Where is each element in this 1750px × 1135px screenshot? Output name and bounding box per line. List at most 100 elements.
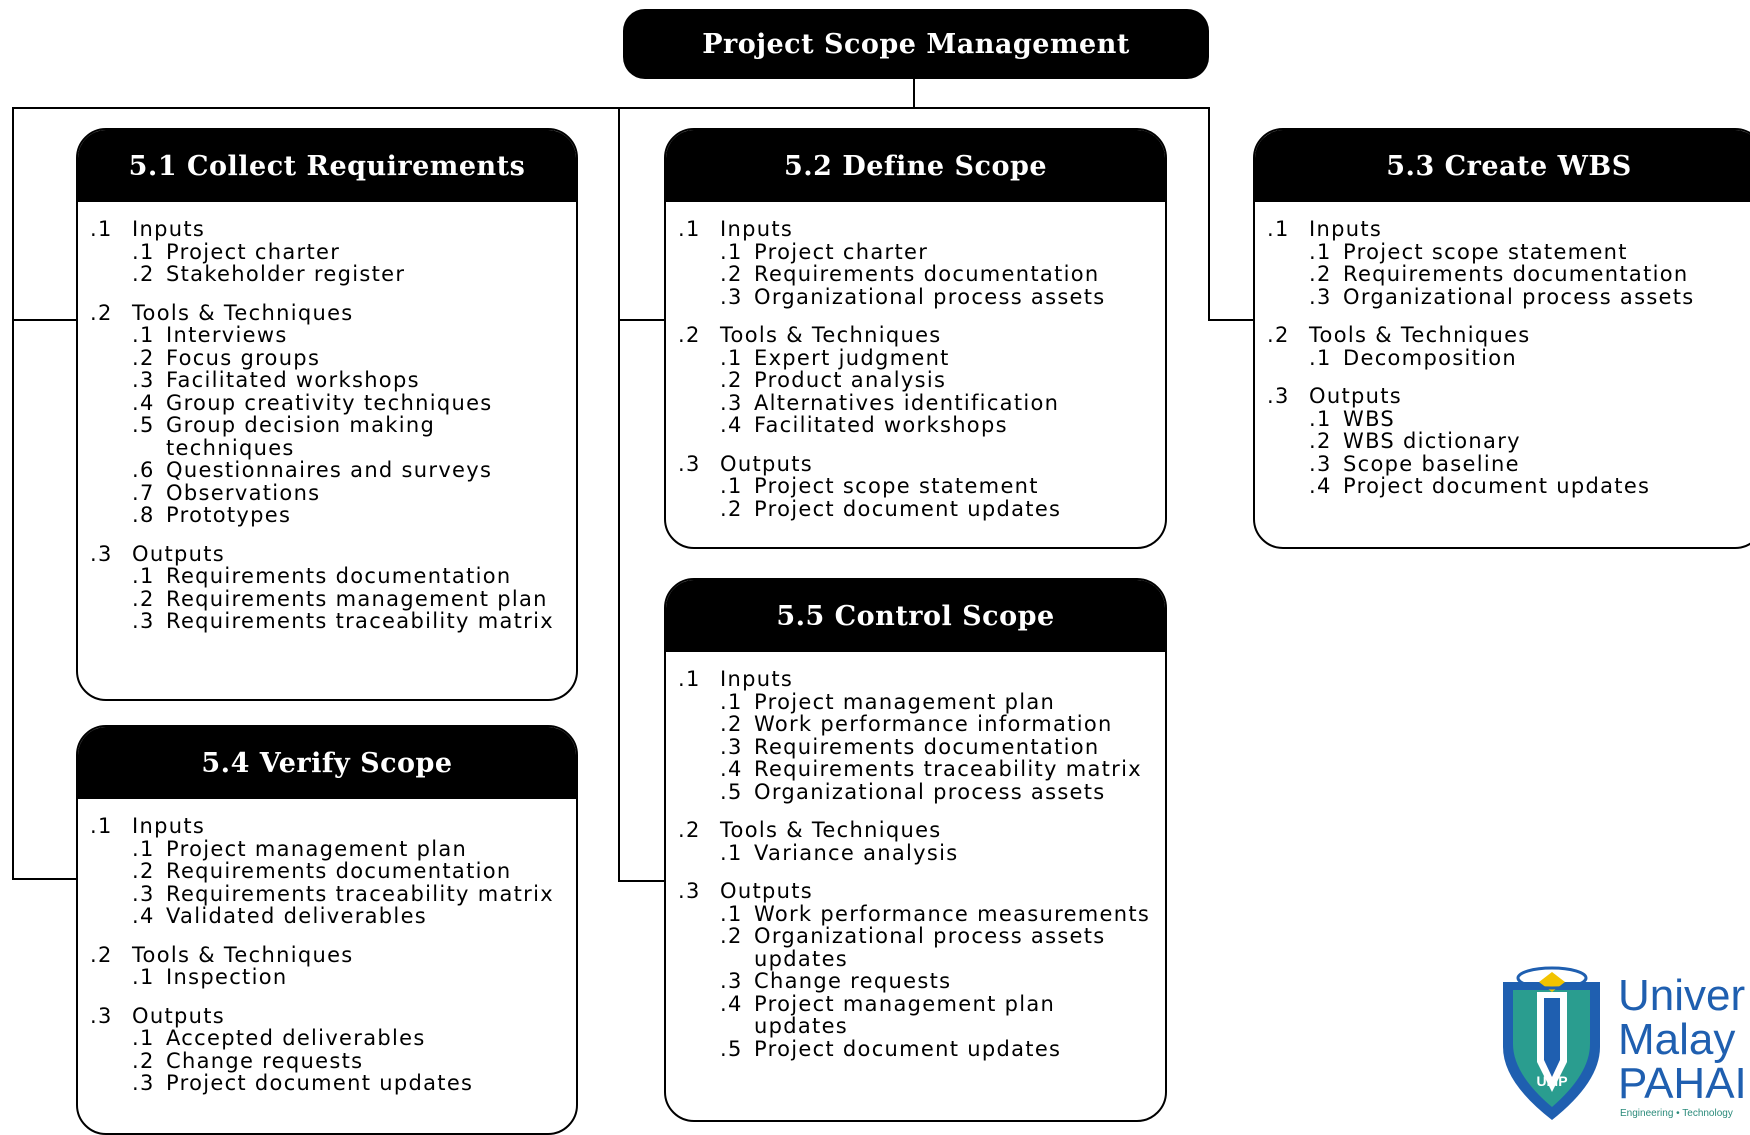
section-label: Tools & Techniques xyxy=(132,300,354,325)
item-number: .1 xyxy=(720,901,743,926)
item-label: Organizational process assets updates xyxy=(754,924,1106,971)
item-label: Organizational process assets xyxy=(754,284,1106,309)
item-label: Requirements documentation xyxy=(1343,262,1689,286)
section-number: .1 xyxy=(1267,217,1290,241)
section-label: Outputs xyxy=(720,451,813,476)
connector-middle-to-control xyxy=(618,880,666,882)
logo-line-1: Univer xyxy=(1618,971,1746,1020)
section-label: Tools & Techniques xyxy=(720,323,942,347)
item-label: Facilitated workshops xyxy=(166,368,420,392)
item-number: .1 xyxy=(720,345,743,370)
section-heading: .2 Tools & Techniques xyxy=(90,300,576,325)
item-label: Stakeholder register xyxy=(166,262,406,286)
section-label: Tools & Techniques xyxy=(720,818,942,842)
item-number: .4 xyxy=(720,991,743,1016)
item-number: .4 xyxy=(1309,474,1332,498)
item-label: Project document updates xyxy=(1343,474,1651,498)
item-number: .3 xyxy=(132,368,155,392)
item-number: .2 xyxy=(720,924,743,948)
process-title: 5.1 Collect Requirements xyxy=(78,130,576,202)
item-label: Facilitated workshops xyxy=(754,413,1008,437)
item-number: .1 xyxy=(132,1026,155,1050)
item-number: .2 xyxy=(132,859,155,883)
item-label: Validated deliverables xyxy=(166,904,428,928)
logo-badge-text: UMP xyxy=(1536,1073,1567,1089)
connector-left-vertical xyxy=(12,107,14,880)
item-label: Project management plan xyxy=(754,689,1056,714)
item-number: .2 xyxy=(720,368,743,392)
section-label: Outputs xyxy=(1309,384,1402,408)
item-label: Work performance information xyxy=(754,712,1113,736)
item-number: .3 xyxy=(720,390,743,415)
item-number: .4 xyxy=(132,904,155,928)
item-number: .3 xyxy=(1309,451,1332,476)
connector-horizontal-top xyxy=(12,107,1210,109)
list-item: .3 Facilitated workshops xyxy=(90,369,576,392)
connector-right-vertical xyxy=(1208,107,1210,321)
item-label: Requirements management plan xyxy=(166,586,548,611)
item-label: WBS dictionary xyxy=(1343,429,1521,453)
item-number: .4 xyxy=(720,413,743,437)
item-label: Observations xyxy=(166,480,321,505)
connector-title-down xyxy=(913,79,915,109)
item-label: Questionnaires and surveys xyxy=(166,458,493,482)
item-label: Project document updates xyxy=(754,496,1062,521)
item-number: .1 xyxy=(132,836,155,861)
connector-middle-vertical xyxy=(618,107,620,882)
item-label: Organizational process assets xyxy=(1343,284,1695,309)
section-label: Outputs xyxy=(132,1003,225,1028)
item-label: Project scope statement xyxy=(1343,239,1628,264)
item-label: Project scope statement xyxy=(754,474,1039,498)
logo-line-3: PAHAI xyxy=(1618,1059,1747,1108)
item-label: Change requests xyxy=(166,1048,364,1073)
item-number: .8 xyxy=(132,503,155,527)
section-number: .3 xyxy=(90,541,113,566)
item-number: .4 xyxy=(720,757,743,781)
item-label: Requirements traceability matrix xyxy=(754,757,1142,781)
university-logo: UMP Univer Malay PAHAI Engineering • Tec… xyxy=(1495,962,1750,1132)
item-label: Group creativity techniques xyxy=(166,390,493,415)
diagram-title: Project Scope Management xyxy=(623,9,1209,79)
section-number: .2 xyxy=(678,323,701,347)
section-number: .2 xyxy=(90,300,113,325)
item-label: Accepted deliverables xyxy=(166,1026,426,1050)
item-label: Project document updates xyxy=(166,1071,474,1095)
item-number: .1 xyxy=(720,840,743,865)
item-number: .1 xyxy=(132,323,155,347)
connector-left-to-collect xyxy=(12,319,78,321)
